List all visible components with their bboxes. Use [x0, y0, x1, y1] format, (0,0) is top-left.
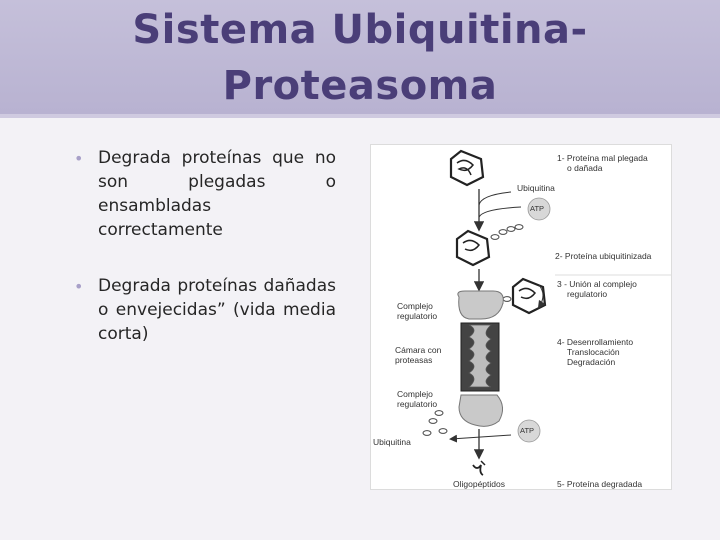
- step4-label-l1: 4- Desenrollamiento: [557, 337, 634, 347]
- atp-top-icon: [527, 197, 551, 221]
- bullet-dot-icon: •: [74, 149, 84, 168]
- atp-bottom-label: ATP: [520, 426, 535, 435]
- bullet-item: • Degrada proteínas que no son plegadas …: [74, 146, 336, 242]
- ubiquitinated-protein-icon: [455, 224, 524, 267]
- bullet-text: Degrada proteínas dañadas o envejecidas”…: [98, 276, 336, 344]
- slide-title-line2: Proteasoma: [222, 63, 498, 109]
- step3-label-l1: 3 - Unión al complejo: [557, 279, 637, 289]
- step1-label-l2: o dañada: [567, 163, 603, 173]
- misfolded-protein-icon: [449, 149, 485, 187]
- ubiquitin-bottom-label: Ubiquitina: [373, 437, 411, 447]
- complejo-bottom-label-l1: Complejo: [397, 389, 433, 399]
- step1-label-l1: 1- Proteína mal plegada: [557, 153, 648, 163]
- atp-top-label: ATP: [530, 204, 545, 213]
- ubiquitin-out-arrow: [449, 434, 512, 443]
- released-ubiquitin-icon: [422, 410, 448, 436]
- bullet-text: Degrada proteínas que no son plegadas o …: [98, 148, 336, 240]
- slide-title: Sistema Ubiquitina- Proteasoma: [0, 2, 720, 114]
- bullet-dot-icon: •: [74, 277, 84, 296]
- bullet-item: • Degrada proteínas dañadas o envejecida…: [74, 274, 336, 346]
- ubiquitin-top-label: Ubiquitina: [517, 183, 555, 193]
- title-band: [0, 0, 720, 118]
- oligopeptidos-label: Oligopéptidos: [453, 479, 505, 489]
- complejo-top-label-l1: Complejo: [397, 301, 433, 311]
- step5-label: 5- Proteína degradada: [557, 479, 643, 489]
- step2-label: 2- Proteína ubiquitinizada: [555, 251, 652, 261]
- complejo-top-label-l2: regulatorio: [397, 311, 438, 321]
- proteasome-icon: [457, 290, 504, 427]
- bullet-list: • Degrada proteínas que no son plegadas …: [74, 146, 336, 378]
- step4-label-l2: Translocación: [567, 347, 620, 357]
- ubiquitin-in-arrow: [478, 191, 512, 206]
- atp-bottom-icon: [517, 419, 541, 443]
- binding-arrow: [537, 284, 546, 309]
- proteasome-diagram: 1- Proteína mal plegada o dañada 2- Prot…: [370, 144, 672, 490]
- oligopeptides-icon: [472, 460, 486, 476]
- complejo-bottom-label-l2: regulatorio: [397, 399, 438, 409]
- slide-title-line1: Sistema Ubiquitina-: [132, 7, 588, 53]
- camara-label-l1: Cámara con: [395, 345, 442, 355]
- diagram-drawing: [422, 149, 671, 476]
- step3-label-l2: regulatorio: [567, 289, 608, 299]
- atp-in-arrow: [478, 206, 522, 218]
- camara-label-l2: proteasas: [395, 355, 433, 365]
- step4-label-l3: Degradación: [567, 357, 616, 367]
